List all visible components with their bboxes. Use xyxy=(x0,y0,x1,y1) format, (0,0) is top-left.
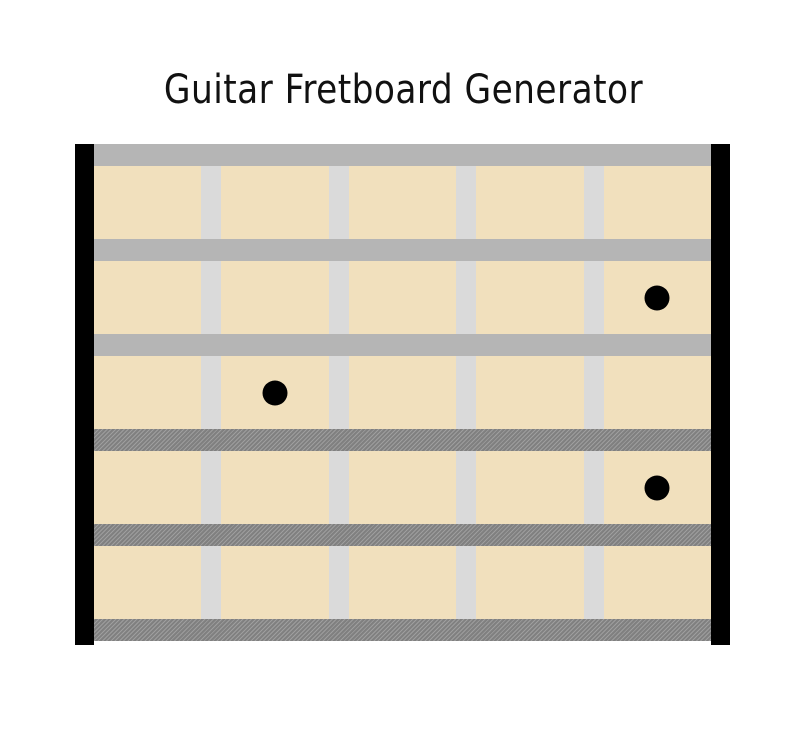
right-edge-bar xyxy=(711,144,730,645)
wound-string xyxy=(94,429,711,451)
plain-string xyxy=(94,334,711,356)
fret-wire xyxy=(328,166,349,623)
wound-string xyxy=(94,524,711,546)
plain-string xyxy=(94,239,711,261)
finger-dot xyxy=(262,380,288,405)
page-title: Guitar Fretboard Generator xyxy=(163,67,644,113)
wound-string xyxy=(94,619,711,641)
left-edge-bar xyxy=(75,144,94,645)
fret-wire xyxy=(201,166,222,623)
fret-wire xyxy=(456,166,477,623)
finger-dot xyxy=(644,475,670,500)
fret-wire xyxy=(583,166,604,623)
plain-string xyxy=(94,144,711,166)
fretboard-wood xyxy=(94,166,711,623)
finger-dot xyxy=(644,285,670,310)
